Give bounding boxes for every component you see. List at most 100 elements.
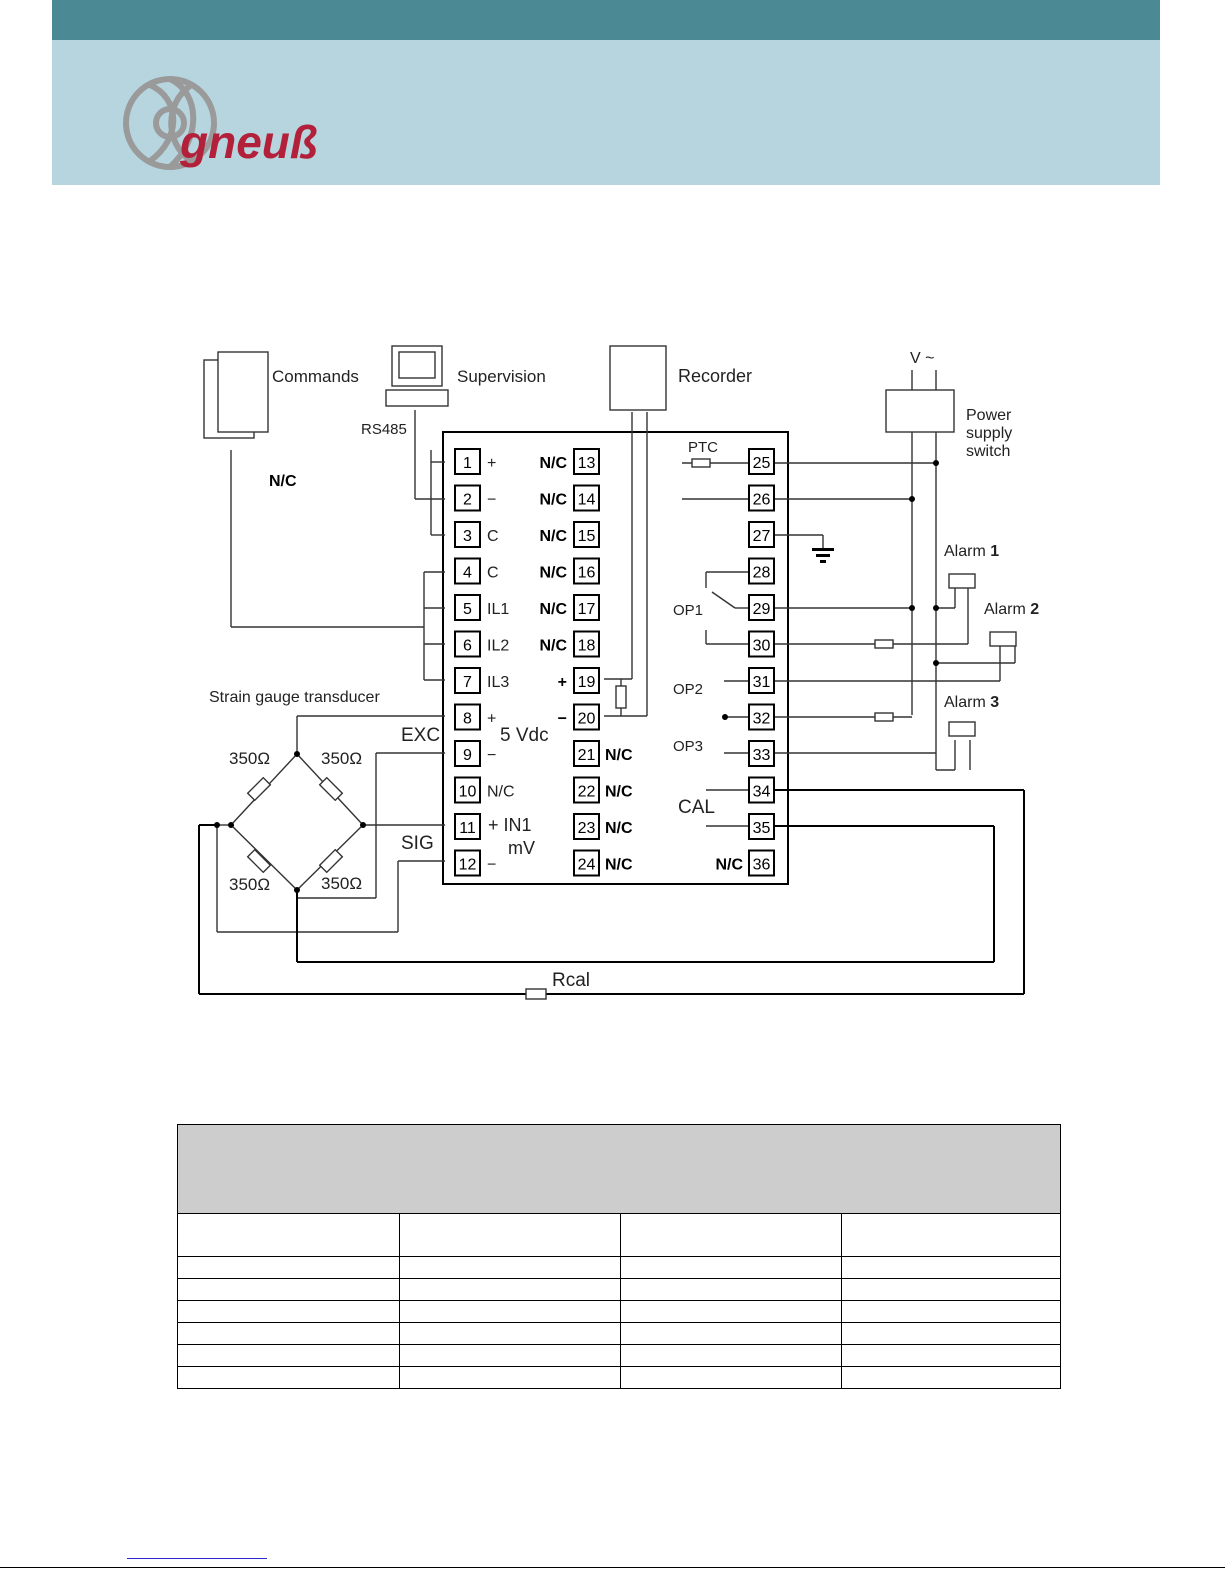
terminal-number: 20 (578, 711, 596, 728)
terminal-13: 13N/C (539, 448, 600, 475)
ohm-label-bl: 350Ω (229, 875, 270, 894)
terminal-14: 14 N/C (539, 484, 600, 512)
terminal-number: 34 (753, 784, 771, 801)
terminal-15: 15 N/C (539, 521, 600, 548)
terminal-number: 8 (463, 711, 472, 728)
cal-label: CAL (678, 797, 715, 818)
header-bar (52, 0, 1160, 40)
in1-label: + IN1 (488, 815, 532, 835)
ptc-label: PTC (688, 439, 718, 456)
terminal-number: 4 (463, 565, 472, 582)
terminal-34: 34 (748, 776, 775, 804)
table-row (177, 1256, 1061, 1279)
op1-label: OP1 (673, 602, 703, 619)
terminal-left-label: N/C (539, 638, 567, 655)
terminal-number: 10 (459, 784, 477, 801)
terminal-label: N/C (487, 784, 515, 801)
terminal-left-label: N/C (539, 455, 567, 472)
terminal-number: 11 (459, 820, 476, 837)
terminal-25: 25 (748, 448, 775, 475)
terminal-left-label: − (558, 711, 567, 728)
terminal-9: 9− (454, 740, 496, 767)
terminal-left-label: N/C (539, 528, 567, 545)
footer-link[interactable] (127, 1557, 267, 1559)
terminal-number: 9 (463, 747, 472, 764)
terminal-label: IL2 (487, 638, 509, 655)
terminal-36: 36N/C (715, 849, 775, 877)
table-row (177, 1344, 1061, 1367)
terminal-2: 2− (454, 484, 496, 512)
terminal-number: 31 (753, 674, 771, 691)
terminal-number: 27 (753, 528, 771, 545)
alarm-2-label: Alarm 2 (984, 601, 1039, 618)
terminal-number: 22 (578, 784, 596, 801)
terminal-8: 8+ (454, 703, 496, 731)
rcal-label: Rcal (552, 970, 590, 991)
terminal-label: IL3 (487, 674, 509, 691)
terminal-28: 28 (748, 557, 775, 585)
terminal-number: 23 (578, 820, 596, 837)
terminal-29: 29 (748, 594, 775, 621)
terminal-7: 7 IL3 (454, 667, 509, 694)
spec-table (177, 1124, 1061, 1389)
terminal-number: 7 (463, 674, 472, 691)
table-cell (841, 1213, 1061, 1257)
terminal-number: 26 (753, 492, 771, 509)
ohm-label-tr: 350Ω (321, 749, 362, 768)
terminal-right-label: N/C (605, 747, 633, 764)
exc-label: EXC (401, 725, 440, 746)
strain-gauge-label: Strain gauge transducer (209, 689, 380, 706)
terminal-number: 35 (753, 820, 771, 837)
terminal-31: 31 (748, 667, 775, 694)
brand-wordmark: gneuß (179, 116, 318, 168)
terminal-number: 29 (753, 601, 771, 618)
table-header (177, 1124, 1061, 1214)
terminal-number: 5 (463, 601, 472, 618)
terminal-number: 12 (459, 857, 477, 874)
terminal-left-label: N/C (539, 492, 567, 509)
five-vdc-label: 5 Vdc (500, 725, 549, 746)
sig-label: SIG (401, 833, 434, 854)
terminal-number: 25 (753, 455, 771, 472)
terminal-number: 21 (578, 747, 596, 764)
terminal-label: − (487, 492, 496, 509)
terminal-17: 17 N/C (539, 594, 600, 621)
terminal-1: 1+ (454, 448, 496, 475)
mv-label: mV (508, 838, 535, 858)
terminal-number: 30 (753, 638, 771, 655)
terminal-18: 18N/C (539, 630, 600, 658)
terminal-number: 33 (753, 747, 771, 764)
terminal-number: 15 (578, 528, 596, 545)
table-cell (399, 1213, 621, 1257)
terminal-left-label: N/C (715, 857, 743, 874)
terminal-10: 10 N/C (454, 776, 515, 804)
terminal-16: 16N/C (539, 557, 600, 585)
terminal-right-label: N/C (605, 820, 633, 837)
terminal-number: 1 (463, 455, 472, 472)
table-row (177, 1300, 1061, 1323)
terminal-21: 21 N/C (573, 740, 633, 767)
commands-label: Commands (272, 367, 359, 386)
terminal-number: 14 (578, 492, 596, 509)
recorder-label: Recorder (678, 366, 752, 386)
terminal-30: 30 (748, 630, 775, 658)
alarm-3-label: Alarm 3 (944, 694, 999, 711)
terminal-12: 12− (454, 849, 496, 877)
table-row (177, 1366, 1061, 1389)
terminal-label: C (487, 565, 499, 582)
power-label-1: Power (966, 407, 1012, 424)
power-label-3: switch (966, 443, 1010, 460)
terminal-33: 33 (748, 740, 775, 767)
terminal-number: 17 (578, 601, 596, 618)
terminal-label: C (487, 528, 499, 545)
terminal-number: 28 (753, 565, 771, 582)
ohm-label-br: 350Ω (321, 874, 362, 893)
terminal-number: 2 (463, 492, 472, 509)
terminal-left-label: N/C (539, 601, 567, 618)
header-band (52, 40, 1160, 185)
page-bottom-rule (0, 1567, 1225, 1568)
